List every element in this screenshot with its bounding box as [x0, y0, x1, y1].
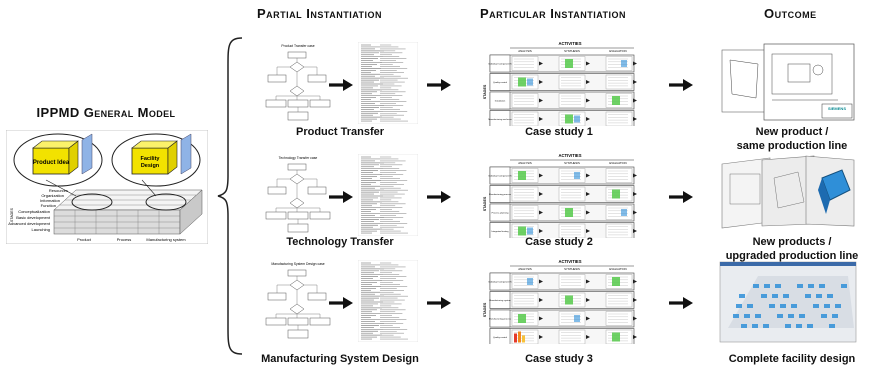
svg-text:Manufacturing process: Manufacturing process — [489, 193, 512, 196]
svg-text:SYNTHESIS: SYNTHESIS — [564, 267, 580, 271]
svg-text:Design: Design — [141, 163, 160, 169]
text-doc-thumb-2 — [358, 154, 418, 236]
svg-text:Process planning: Process planning — [492, 212, 510, 215]
header-outcome: Outcome — [764, 6, 817, 21]
outcome-thumb-1: SIEMENS — [721, 43, 855, 121]
svg-text:ANALYSIS: ANALYSIS — [518, 267, 532, 271]
svg-text:EVALUATION: EVALUATION — [609, 267, 626, 271]
arrow-partial-1 — [329, 79, 353, 91]
flowchart-thumb-3: Manufacturing System Design case — [258, 260, 338, 342]
svg-text:Basic development: Basic development — [16, 215, 51, 220]
svg-text:Product Transfer case: Product Transfer case — [281, 44, 314, 48]
flowchart-thumb-1: Product Transfer case — [258, 42, 338, 124]
arrow-particular-1 — [427, 79, 451, 91]
model-product-idea-label: Product Idea — [33, 160, 70, 166]
flowchart-thumb-2: Technology Transfer case — [258, 154, 338, 236]
svg-text:Manufacturing System Design ca: Manufacturing System Design case — [271, 262, 324, 266]
svg-text:STAGES: STAGES — [483, 302, 487, 317]
svg-text:EVALUATION: EVALUATION — [609, 161, 626, 165]
svg-text:SIEMENS: SIEMENS — [828, 106, 846, 111]
arrow-particular-3 — [427, 297, 451, 309]
svg-text:ACTIVITIES: ACTIVITIES — [558, 153, 581, 158]
caption-partial-1: Product Transfer — [295, 126, 385, 138]
arrow-partial-3 — [329, 297, 353, 309]
svg-text:Process: Process — [117, 237, 131, 242]
svg-text:Launching: Launching — [32, 227, 50, 232]
svg-text:STAGES: STAGES — [483, 196, 487, 211]
caption-case-study-2: Case study 2 — [525, 236, 593, 248]
arrow-partial-2 — [329, 191, 353, 203]
svg-text:SYNTHESIS: SYNTHESIS — [564, 161, 580, 165]
arrow-outcome-1 — [669, 79, 693, 91]
curly-brace — [217, 37, 243, 355]
case-study-table-1: ACTIVITIES ANALYSIS SYNTHESIS EVALUATION STA… — [480, 40, 638, 126]
svg-text:Quality control: Quality control — [493, 336, 507, 339]
header-particular-instantiation: Particular Instantiation — [480, 6, 627, 21]
svg-text:Facility: Facility — [141, 156, 161, 162]
svg-text:Individual Component S: Individual Component S — [488, 175, 512, 178]
svg-text:Manufacturing process: Manufacturing process — [489, 318, 512, 321]
outcome-thumb-2 — [721, 155, 855, 229]
svg-text:Organization: Organization — [41, 193, 64, 198]
caption-outcome-1-line1: New product / — [755, 126, 829, 138]
svg-text:ANALYSIS: ANALYSIS — [518, 161, 532, 165]
svg-text:SYNTHESIS: SYNTHESIS — [564, 49, 580, 53]
svg-text:Resources: Resources — [49, 188, 68, 193]
svg-text:ACTIVITIES: ACTIVITIES — [558, 41, 581, 46]
model-left-ellipse — [13, 133, 103, 187]
caption-outcome-2-line1: New products / — [752, 236, 832, 248]
arrow-outcome-2 — [669, 191, 693, 203]
model-product-idea-box — [32, 147, 70, 175]
case-study-table-3: ACTIVITIES ANALYSIS SYNTHESIS EVALUATION STA… — [480, 258, 638, 344]
svg-text:STAGES: STAGES — [483, 84, 487, 99]
svg-text:Integrated testing: Integrated testing — [492, 230, 510, 233]
svg-text:Manufacturing and asse: Manufacturing and asse — [488, 118, 512, 121]
svg-text:Individual Component S: Individual Component S — [488, 281, 512, 284]
caption-case-study-3: Case study 3 — [525, 353, 593, 365]
case-study-table-2: ACTIVITIES ANALYSIS SYNTHESIS EVALUATION STA… — [480, 152, 638, 238]
svg-text:Installation: Installation — [495, 100, 506, 103]
caption-partial-2: Technology Transfer — [286, 236, 394, 248]
svg-text:EVALUATION: EVALUATION — [609, 49, 626, 53]
caption-partial-3: Manufacturing System Design — [261, 353, 419, 365]
arrow-outcome-3 — [669, 297, 693, 309]
svg-text:Manufacturing system: Manufacturing system — [489, 299, 511, 302]
ippmd-general-model-diagram: Product Idea Facility Design Resources O… — [6, 130, 208, 244]
svg-text:Advanced development: Advanced development — [8, 221, 51, 226]
svg-text:Product: Product — [77, 237, 92, 242]
arrow-particular-2 — [427, 191, 451, 203]
model-title: IPPMD General Model — [36, 105, 176, 120]
header-partial-instantiation: Partial Instantiation — [257, 6, 383, 21]
caption-outcome-1-line2: same production line — [736, 140, 848, 152]
text-doc-thumb-3 — [358, 260, 418, 342]
svg-text:Technology Transfer case: Technology Transfer case — [279, 156, 318, 160]
model-right-ellipse — [111, 133, 201, 187]
text-doc-thumb-1 — [358, 42, 418, 124]
caption-case-study-1: Case study 1 — [525, 126, 593, 138]
svg-text:ANALYSIS: ANALYSIS — [518, 49, 532, 53]
svg-text:ACTIVITIES: ACTIVITIES — [558, 259, 581, 264]
svg-text:Conceptualization: Conceptualization — [18, 209, 50, 214]
svg-text:Function: Function — [41, 203, 56, 208]
svg-text:Quality control: Quality control — [493, 81, 507, 84]
caption-outcome-2-line2: upgraded production line — [725, 250, 859, 262]
model-facility-design-box — [131, 147, 169, 175]
outcome-thumb-3 — [719, 261, 857, 343]
svg-text:STAGES: STAGES — [10, 207, 14, 222]
svg-text:Manufacturing system: Manufacturing system — [146, 237, 186, 242]
svg-text:Information: Information — [40, 198, 60, 203]
svg-text:Individual Component S: Individual Component S — [488, 63, 512, 66]
caption-outcome-3-line1: Complete facility design — [728, 353, 856, 365]
